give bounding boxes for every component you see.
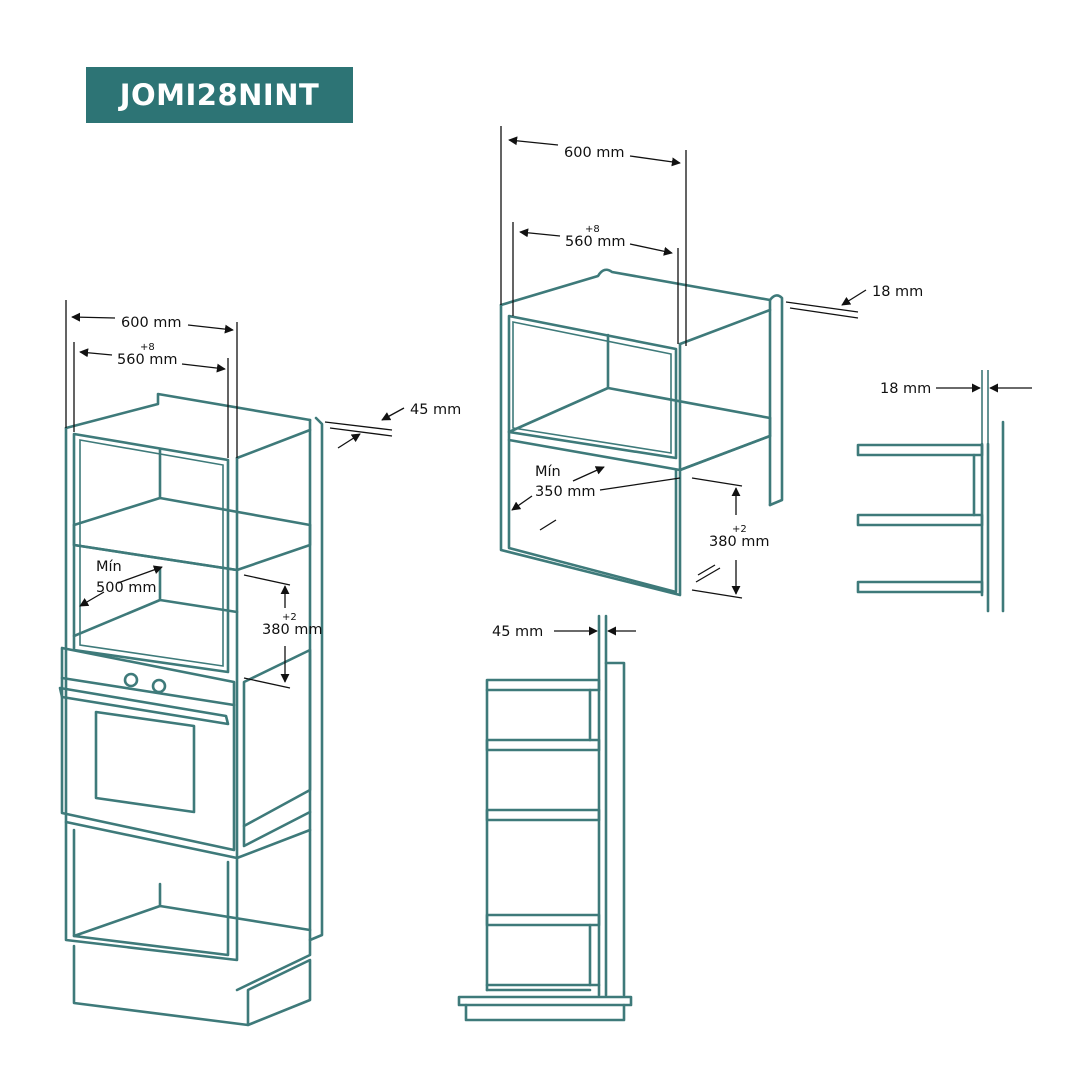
- section-right-thickness: 18 mm: [880, 381, 931, 397]
- wall-width-inner: 560 mm: [565, 234, 626, 250]
- wall-unit-drawing: 600 mm +8 560 mm 18 mm Mín 350 mm +2 380…: [499, 126, 923, 599]
- column-height-tolerance: +2: [282, 612, 297, 623]
- wall-height: 380 mm: [709, 534, 770, 550]
- column-width-outer: 600 mm: [121, 315, 182, 331]
- column-panel-depth: 45 mm: [410, 402, 461, 418]
- wall-min-label: Mín: [535, 464, 561, 480]
- column-min-depth: 500 mm: [96, 580, 157, 596]
- wall-width-tolerance: +8: [585, 224, 600, 235]
- wall-panel-thickness: 18 mm: [872, 284, 923, 300]
- model-name: JOMI28NINT: [119, 78, 320, 112]
- bottom-section-view: 45 mm: [457, 614, 636, 1022]
- column-min-label: Mín: [96, 559, 122, 575]
- column-width-tolerance: +8: [140, 342, 155, 353]
- column-height: 380 mm: [262, 622, 323, 638]
- column-unit-drawing: 600 mm +8 560 mm 45 mm Mín 500 mm +2 380…: [58, 300, 461, 1027]
- wall-height-tolerance: +2: [732, 524, 747, 535]
- column-width-inner: 560 mm: [117, 352, 178, 368]
- wall-min-depth: 350 mm: [535, 484, 596, 500]
- right-section-view: 18 mm: [856, 370, 1032, 613]
- model-badge: JOMI28NINT: [86, 67, 353, 123]
- wall-width-outer: 600 mm: [564, 145, 625, 161]
- section-bottom-depth: 45 mm: [492, 624, 543, 640]
